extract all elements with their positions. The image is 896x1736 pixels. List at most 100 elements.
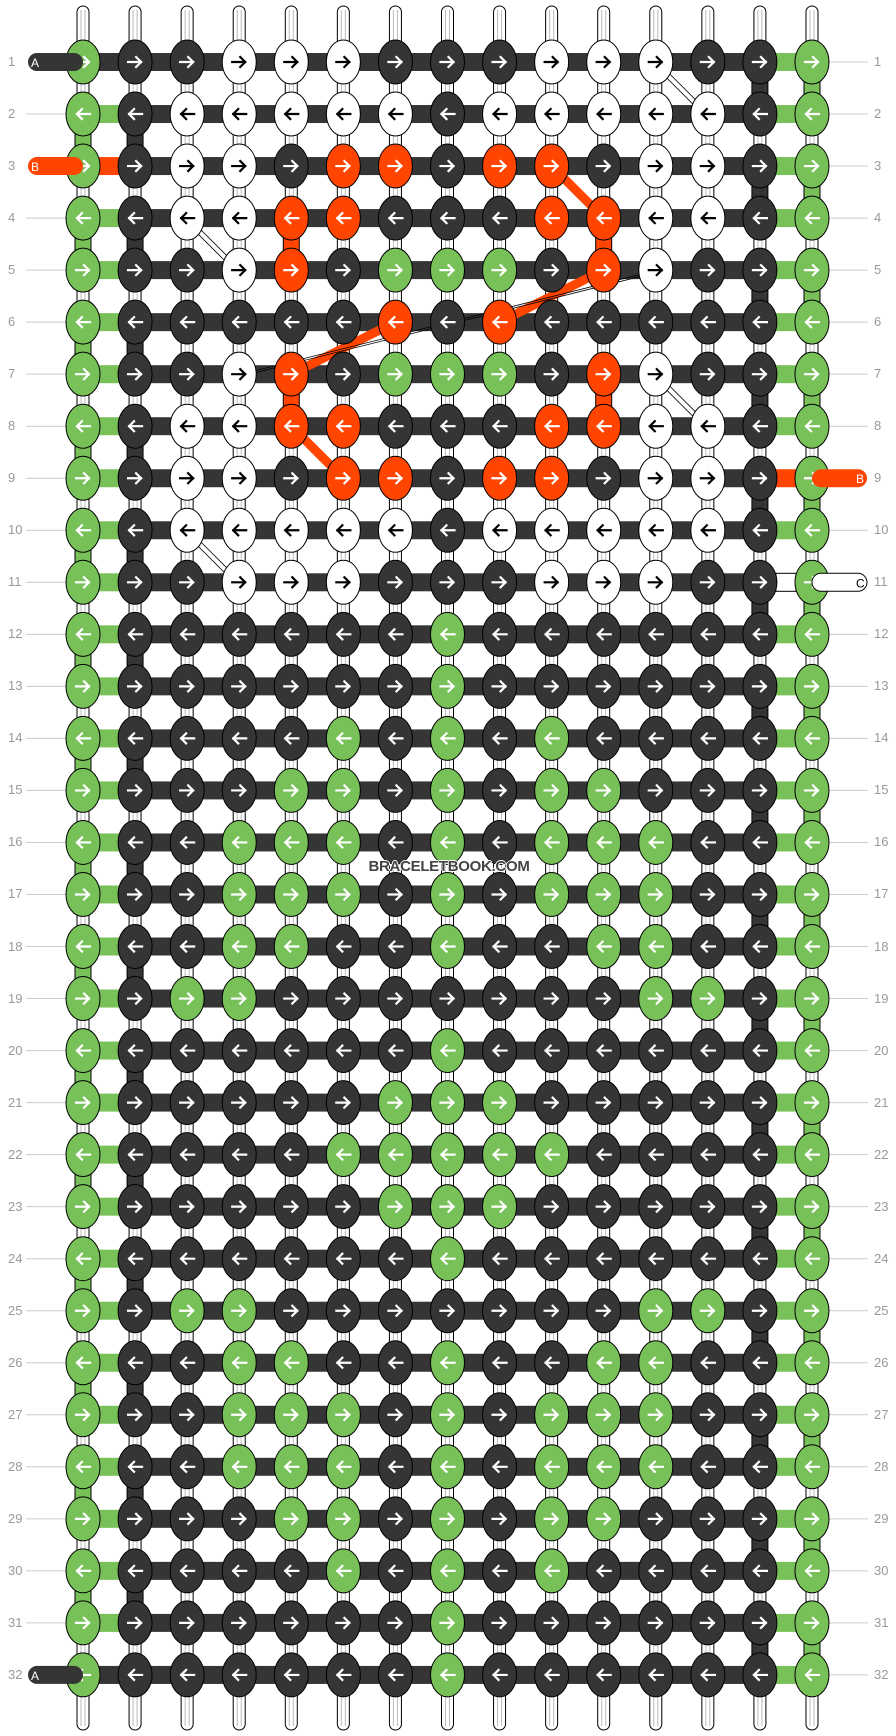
knot[interactable] [794,351,830,397]
knot[interactable] [534,247,570,293]
knot[interactable] [325,767,361,813]
knot[interactable] [690,611,726,657]
knot[interactable] [169,1548,205,1594]
knot[interactable] [429,91,465,137]
knot[interactable] [690,715,726,761]
knot[interactable] [377,1080,413,1126]
knot[interactable] [117,1236,153,1282]
knot[interactable] [482,767,518,813]
knot[interactable] [117,1548,153,1594]
knot[interactable] [794,1028,830,1074]
knot[interactable] [638,195,674,241]
knot[interactable] [794,299,830,345]
knot[interactable] [638,455,674,501]
knot[interactable] [377,1340,413,1386]
knot[interactable] [169,1340,205,1386]
knot[interactable] [534,1236,570,1282]
knot[interactable] [742,1184,778,1230]
knot[interactable] [169,1496,205,1542]
knot[interactable] [377,663,413,709]
knot[interactable] [742,1080,778,1126]
knot[interactable] [429,1444,465,1490]
knot[interactable] [638,715,674,761]
knot[interactable] [377,924,413,970]
knot[interactable] [273,91,309,137]
knot[interactable] [325,1548,361,1594]
knot[interactable] [429,455,465,501]
knot[interactable] [742,1132,778,1178]
knot[interactable] [169,1652,205,1698]
knot[interactable] [65,195,101,241]
knot[interactable] [794,143,830,189]
knot[interactable] [742,976,778,1022]
knot[interactable] [534,1496,570,1542]
knot[interactable] [65,1444,101,1490]
knot[interactable] [221,559,257,605]
knot[interactable] [638,1444,674,1490]
knot[interactable] [377,507,413,553]
knot[interactable] [534,1340,570,1386]
knot[interactable] [221,247,257,293]
knot[interactable] [482,143,518,189]
knot[interactable] [638,91,674,137]
knot[interactable] [586,1236,622,1282]
knot[interactable] [65,1288,101,1334]
knot[interactable] [117,91,153,137]
knot[interactable] [638,1028,674,1074]
knot[interactable] [325,559,361,605]
knot[interactable] [742,871,778,917]
knot[interactable] [117,819,153,865]
knot[interactable] [534,559,570,605]
knot[interactable] [690,1548,726,1594]
knot[interactable] [794,871,830,917]
knot[interactable] [534,299,570,345]
knot[interactable] [377,611,413,657]
knot[interactable] [377,195,413,241]
knot[interactable] [690,1028,726,1074]
knot[interactable] [429,1652,465,1698]
knot[interactable] [377,1236,413,1282]
knot[interactable] [169,976,205,1022]
knot[interactable] [325,663,361,709]
knot[interactable] [117,299,153,345]
knot[interactable] [169,663,205,709]
knot[interactable] [794,611,830,657]
knot[interactable] [221,1652,257,1698]
knot[interactable] [169,871,205,917]
knot[interactable] [742,559,778,605]
knot[interactable] [325,1028,361,1074]
knot[interactable] [273,611,309,657]
knot[interactable] [742,1392,778,1438]
knot[interactable] [586,507,622,553]
knot[interactable] [429,1028,465,1074]
knot[interactable] [65,403,101,449]
knot[interactable] [638,507,674,553]
knot[interactable] [690,1132,726,1178]
knot[interactable] [325,924,361,970]
knot[interactable] [325,611,361,657]
knot[interactable] [273,247,309,293]
knot[interactable] [169,1600,205,1646]
knot[interactable] [690,247,726,293]
knot[interactable] [690,1392,726,1438]
knot[interactable] [65,611,101,657]
knot[interactable] [586,1184,622,1230]
knot[interactable] [794,1080,830,1126]
knot[interactable] [638,663,674,709]
knot[interactable] [794,976,830,1022]
knot[interactable] [586,299,622,345]
knot[interactable] [117,1028,153,1074]
knot[interactable] [65,715,101,761]
knot[interactable] [482,1340,518,1386]
knot[interactable] [273,871,309,917]
knot[interactable] [273,559,309,605]
knot[interactable] [482,1236,518,1282]
knot[interactable] [117,1600,153,1646]
knot[interactable] [742,1444,778,1490]
knot[interactable] [325,976,361,1022]
knot[interactable] [794,819,830,865]
knot[interactable] [377,559,413,605]
knot[interactable] [325,1236,361,1282]
knot[interactable] [429,351,465,397]
knot[interactable] [638,143,674,189]
